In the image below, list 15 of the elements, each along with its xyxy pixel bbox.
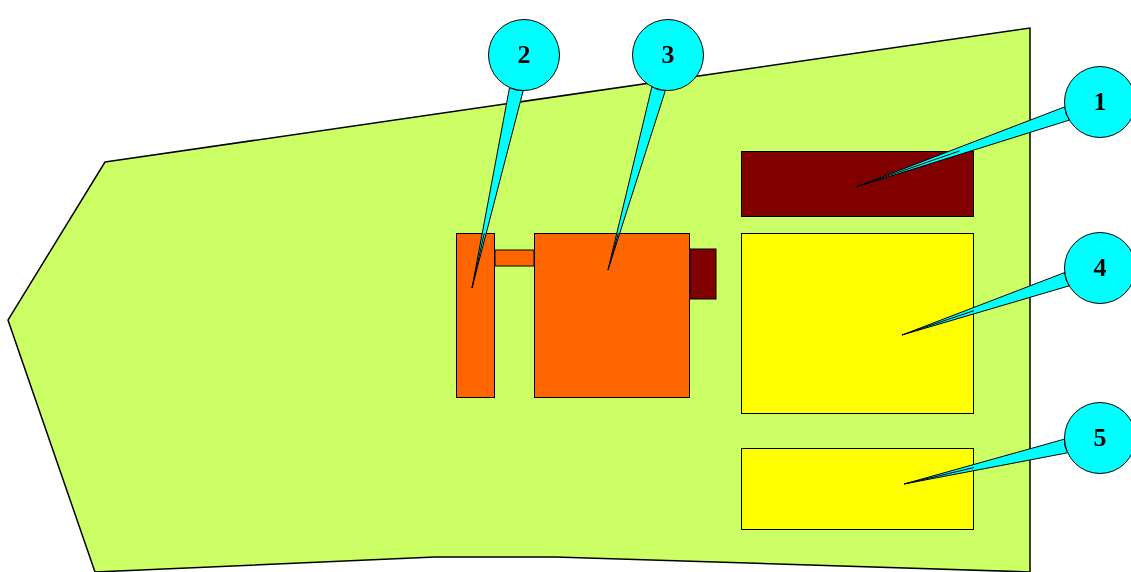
callout-number: 3 xyxy=(632,19,704,91)
leader-line xyxy=(903,438,1069,485)
part-block xyxy=(741,151,974,217)
part-block xyxy=(741,448,974,530)
leader-line xyxy=(607,86,666,271)
callout-number: 5 xyxy=(1064,402,1131,474)
part-block xyxy=(741,233,974,414)
leader-line xyxy=(855,106,1070,188)
leader-line xyxy=(471,87,524,289)
callout-number: 1 xyxy=(1064,66,1131,138)
leader-line xyxy=(901,272,1070,336)
part-block xyxy=(534,233,690,398)
callout-number: 2 xyxy=(488,19,560,91)
part-block xyxy=(456,233,495,398)
callout-number: 4 xyxy=(1064,232,1131,304)
